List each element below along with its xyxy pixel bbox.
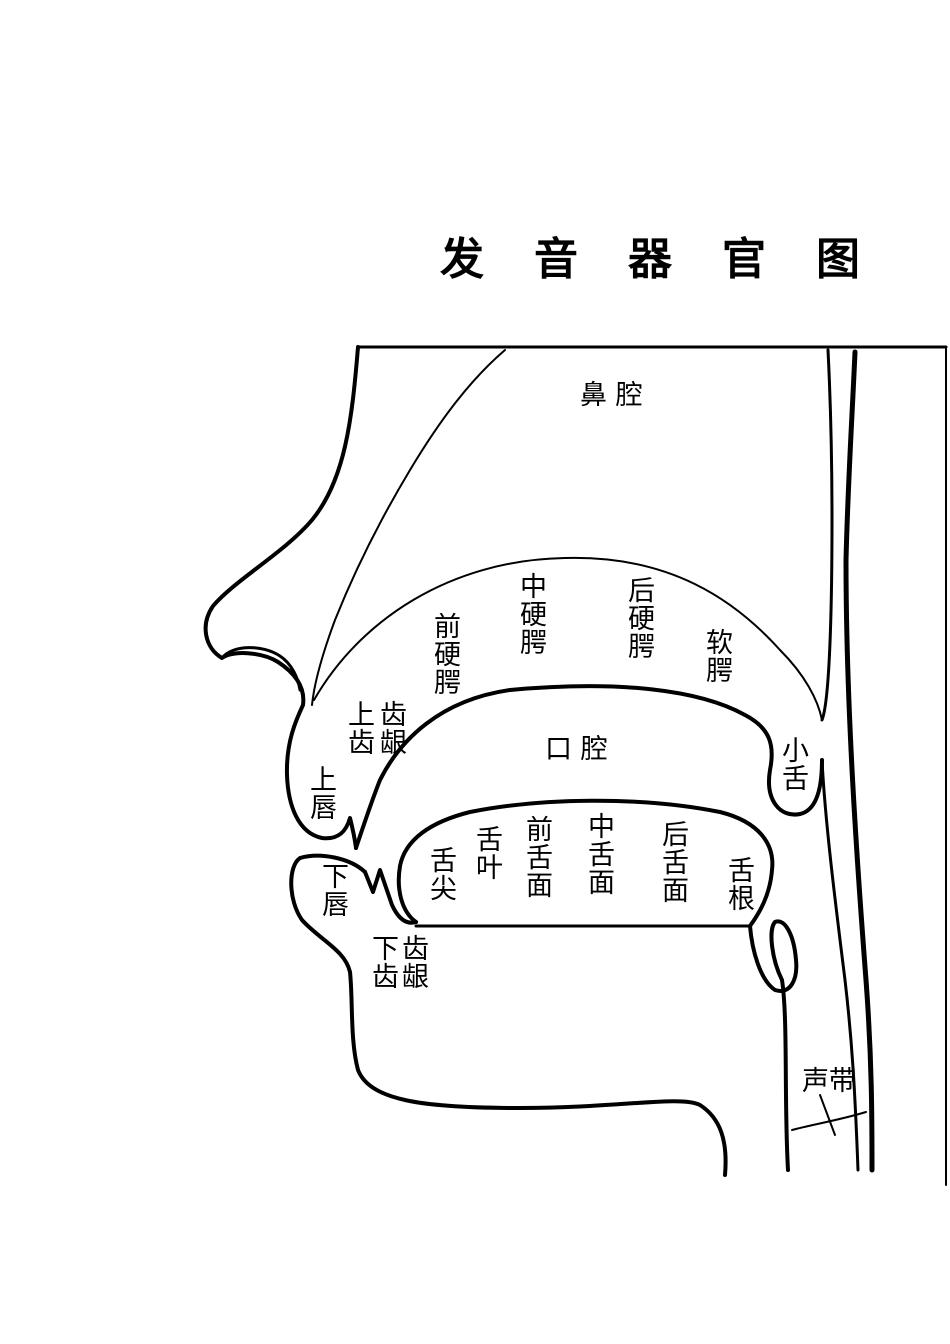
- face-profile-outline: [203, 345, 360, 850]
- label-tongue-root: 舌根: [723, 856, 754, 912]
- pharynx-posterior-line: [843, 349, 875, 1173]
- label-mid-hard-palate: 中硬腭: [515, 572, 546, 656]
- lower-lip-outline: [289, 853, 728, 1177]
- label-tongue-tip: 舌尖: [425, 846, 456, 902]
- label-back-tongue: 后舌面: [657, 820, 688, 904]
- pharynx-back-wall: [820, 348, 834, 722]
- title-char: 图: [816, 234, 860, 285]
- label-front-hard-palate: 前硬腭: [429, 612, 460, 696]
- title-char: 音: [534, 234, 578, 285]
- epiglottis-outline: [748, 919, 799, 1172]
- tongue-outline: [396, 798, 775, 928]
- title-char: 官: [722, 234, 766, 285]
- label-tongue-blade: 舌叶: [471, 825, 502, 881]
- label-vocal-cords: 声带: [802, 1066, 856, 1097]
- title-char: 发: [440, 234, 484, 285]
- vocal-cord-lines: [791, 1094, 867, 1136]
- label-upper-lip: 上唇: [305, 765, 336, 821]
- label-nasal-cavity: 鼻 腔: [580, 380, 643, 411]
- label-uvula: 小舌: [777, 736, 808, 792]
- label-lower-lip: 下唇: [317, 862, 348, 918]
- label-back-hard-palate: 后硬腭: [623, 576, 654, 660]
- label-upper-gum: 齿龈: [375, 700, 406, 756]
- lower-teeth-outline: [363, 868, 418, 925]
- label-front-tongue: 前舌面: [521, 815, 552, 899]
- title-char: 器: [628, 234, 672, 285]
- diagram-title: 发 音 器 官 图: [440, 225, 860, 285]
- nasal-wall-line: [311, 349, 506, 706]
- label-upper-teeth: 上齿: [343, 700, 374, 756]
- label-lower-teeth: 下齿: [367, 934, 398, 990]
- palate-lower-outline: [354, 684, 824, 850]
- label-oral-cavity: 口 腔: [545, 734, 608, 765]
- label-lower-gum: 齿龈: [397, 934, 428, 990]
- label-mid-tongue: 中舌面: [583, 812, 614, 896]
- pharynx-back-wall-2: [820, 758, 860, 1172]
- label-soft-palate: 软腭: [701, 628, 732, 684]
- palate-upper-outline: [313, 556, 823, 721]
- nostril-outline: [220, 646, 302, 692]
